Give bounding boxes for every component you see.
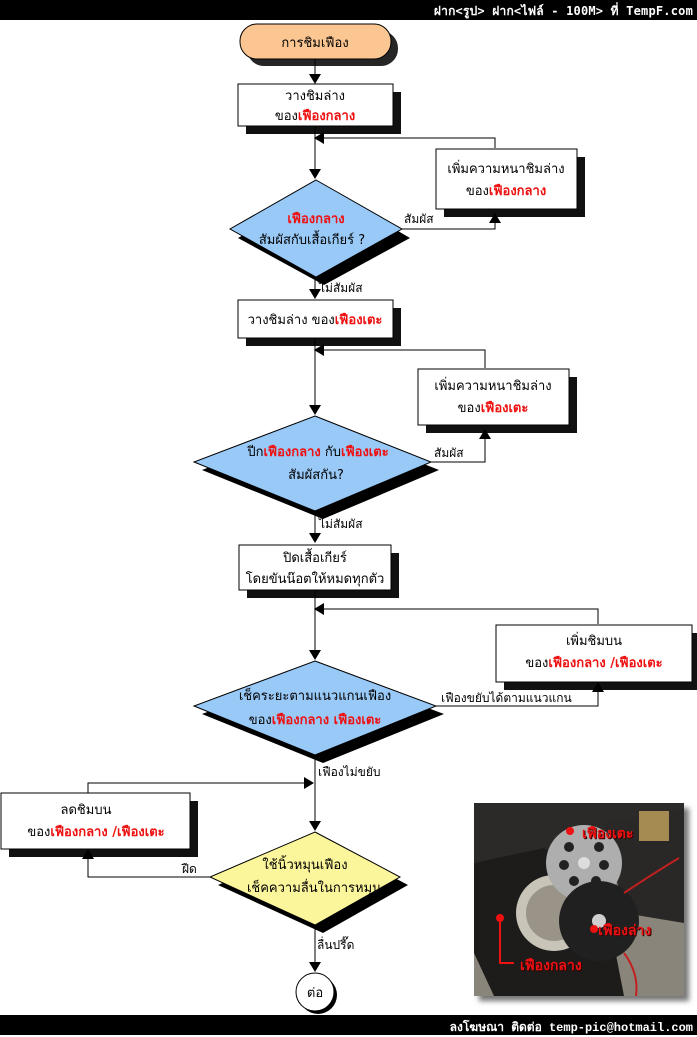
decision1-line2: สัมผัสกับเสื้อเกียร์ ?: [259, 230, 365, 248]
svg-text:วางชิมล่าง ของเฟืองเตะ: วางชิมล่าง ของเฟืองเตะ: [248, 312, 383, 328]
decision3-yes-label: เฟืองขยับได้ตามแนวแกน: [441, 691, 572, 705]
fail-connector: [82, 849, 210, 878]
decision2-highlight2: เฟืองเตะ: [341, 444, 389, 460]
end-connector: ต่อ: [295, 972, 337, 1014]
loop-connector: [314, 344, 486, 368]
decision-smooth-rotation: ใช้นิ้วหมุนเฟือง เช็คความลื่นในการหมุน: [208, 831, 408, 933]
svg-text:ของเฟืองกลาง: ของเฟืองกลาง: [275, 108, 355, 124]
decision2-mid: กับ: [321, 445, 341, 460]
decision3-line1: เช็คระยะตามแนวแกนเฟือง: [239, 686, 391, 704]
fix2-line2-highlight: เฟืองเตะ: [481, 400, 529, 416]
decision4-line1: ใช้นิ้วหมุนเฟือง: [262, 855, 347, 873]
top-banner-text: ฝาก<รูป> ฝาก<ไฟล์ - 100M> ที่ TempF.com: [433, 4, 693, 18]
bottom-banner-text: ลงโฆษณา ติดต่อ temp-pic@hotmail.com: [449, 1021, 693, 1035]
step2-highlight: เฟืองเตะ: [335, 312, 383, 328]
decision4-fail-label: ฝืด: [181, 862, 197, 876]
fix1-line1: เพิ่มความหนาชิมล่าง: [447, 160, 564, 177]
fix-add-upper-shim: เพิ่มชิมบน ของเฟืองกลาง /เฟืองเตะ: [495, 624, 697, 690]
fix-increase-lower-shim-sector-gear: เพิ่มความหนาชิมล่าง ของเฟืองเตะ: [417, 368, 577, 433]
svg-text:ปีกเฟืองกลาง กับเฟืองเตะ: ปีกเฟืองกลาง กับเฟืองเตะ: [246, 444, 388, 460]
yes-connector: [436, 682, 604, 707]
svg-text:ของเฟืองกลาง เฟืองเตะ: ของเฟืองกลาง เฟืองเตะ: [249, 712, 382, 728]
fix3-line2-prefix: ของ: [525, 656, 548, 671]
fix1-line2-highlight: เฟืองกลาง: [489, 183, 546, 199]
loop-connector: [87, 777, 314, 793]
decision2-yes-label: สัมผัส: [434, 446, 464, 460]
decision3-no-label: เฟืองไม่ขยับ: [318, 765, 380, 779]
decision2-prefix: ปีก: [246, 444, 263, 460]
decision1-yes-label: สัมผัส: [404, 212, 434, 226]
start-node: การชิมเฟือง: [239, 23, 398, 66]
start-label: การชิมเฟือง: [281, 35, 348, 51]
loop-connector: [314, 132, 496, 148]
yes-connector: [431, 429, 491, 463]
step3-line1: ปิดเสื้อเกียร์: [282, 548, 347, 566]
fix4-line2-highlight: เฟืองกลาง /เฟืองเตะ: [50, 824, 164, 840]
yes-connector: [402, 213, 501, 230]
svg-text:ของเฟืองกลาง: ของเฟืองกลาง: [466, 183, 546, 199]
step-close-gearbox: ปิดเสื้อเกียร์ โดยขันน๊อตให้หมดทุกตัว: [238, 544, 399, 598]
bottom-banner: ลงโฆษณา ติดต่อ temp-pic@hotmail.com: [0, 1015, 697, 1035]
gearbox-photo: เฟืองเตะ เฟืองล่าง เฟืองกลาง: [474, 803, 684, 996]
fix4-line1: ลดชิมบน: [61, 803, 112, 818]
photo-label-middle-gear: เฟืองกลาง: [520, 958, 582, 974]
decision1-no-label: ไม่สัมผัส: [318, 281, 363, 295]
fix1-line2-prefix: ของ: [466, 184, 489, 199]
decision-axial-play: เช็คระยะตามแนวแกนเฟือง ของเฟืองกลาง เฟือ…: [192, 660, 444, 763]
fix3-line1: เพิ่มชิมบน: [566, 632, 622, 649]
decision3-line2-highlight: เฟืองกลาง เฟืองเตะ: [272, 712, 382, 728]
step1-line2-highlight: เฟืองกลาง: [298, 108, 355, 124]
step-place-lower-shim-sector-gear: วางชิมล่าง ของเฟืองเตะ: [237, 299, 401, 346]
decision4-pass-label: ลื่นปรี๊ด: [317, 936, 354, 952]
fix3-line2-highlight: เฟืองกลาง /เฟืองเตะ: [548, 655, 662, 671]
decision3-line2-prefix: ของ: [249, 713, 272, 728]
step2-prefix: วางชิมล่าง ของ: [248, 313, 335, 328]
decision1-line1: เฟืองกลาง: [287, 211, 344, 227]
photo-label-bevel-gear: เฟืองล่าง: [598, 923, 652, 939]
fix2-line1: เพิ่มความหนาชิมล่าง: [434, 377, 551, 394]
step1-line2-prefix: ของ: [275, 109, 298, 124]
end-label: ต่อ: [307, 986, 323, 1001]
decision2-line2: สัมผัสกัน?: [288, 468, 344, 483]
decision2-highlight1: เฟืองกลาง: [263, 444, 320, 460]
decision-middle-gear-touch-case: เฟืองกลาง สัมผัสกับเสื้อเกียร์ ?: [228, 179, 410, 285]
fix2-line2-prefix: ของ: [458, 401, 481, 416]
fix-reduce-upper-shim: ลดชิมบน ของเฟืองกลาง /เฟืองเตะ: [0, 792, 198, 857]
step3-line2: โดยขันน๊อตให้หมดทุกตัว: [246, 571, 385, 587]
svg-text:ของเฟืองเตะ: ของเฟืองเตะ: [458, 400, 529, 416]
step1-line1: วางชิมล่าง: [285, 89, 345, 104]
loop-connector: [314, 603, 599, 624]
fix-increase-lower-shim-middle-gear: เพิ่มความหนาชิมล่าง ของเฟืองกลาง: [435, 148, 585, 217]
decision4-line2: เช็คความลื่นในการหมุน: [247, 878, 381, 896]
step-place-lower-shim-middle-gear: วางชิมล่าง ของเฟืองกลาง: [237, 83, 401, 134]
photo-label-sector-gear: เฟืองเตะ: [582, 826, 634, 842]
svg-text:ของเฟืองกลาง /เฟืองเตะ: ของเฟืองกลาง /เฟืองเตะ: [27, 824, 164, 840]
top-banner: ฝาก<รูป> ฝาก<ไฟล์ - 100M> ที่ TempF.com: [0, 0, 697, 20]
svg-text:ของเฟืองกลาง /เฟืองเตะ: ของเฟืองกลาง /เฟืองเตะ: [525, 655, 662, 671]
fix4-line2-prefix: ของ: [27, 825, 50, 840]
decision-gears-touch: ปีกเฟืองกลาง กับเฟืองเตะ สัมผัสกัน?: [192, 415, 439, 519]
decision2-no-label: ไม่สัมผัส: [318, 517, 363, 531]
